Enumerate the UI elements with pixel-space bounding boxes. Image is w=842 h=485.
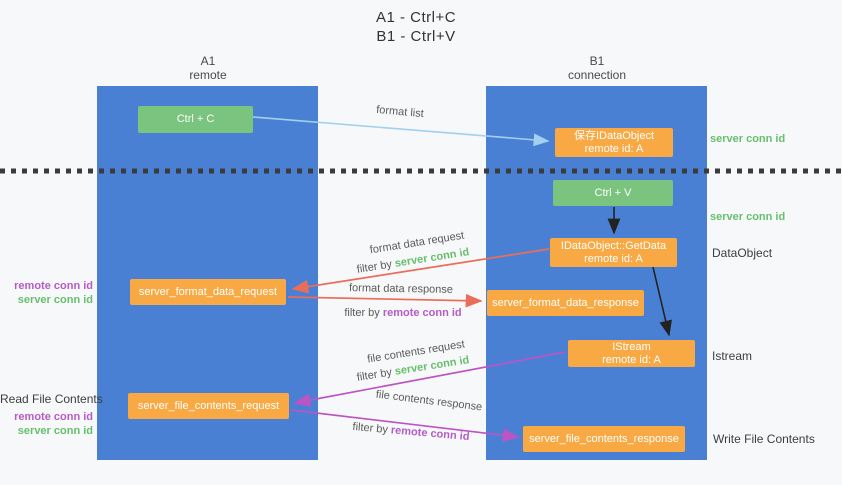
- title-line-2: B1 - Ctrl+V: [376, 28, 456, 45]
- label-format-data-response: format data response: [348, 282, 454, 296]
- filter-prefix: filter by: [344, 307, 380, 319]
- label-read-file-contents: Read File Contents: [0, 392, 103, 406]
- label-remote-conn-id-2: remote conn id: [14, 411, 93, 423]
- label-server-conn-id-2: server conn id: [17, 425, 93, 437]
- node-server-file-contents-request: server_file_contents_request: [128, 393, 289, 419]
- getdata-line2: remote id: A: [584, 252, 643, 265]
- fmt-req-label: server_format_data_request: [138, 285, 278, 298]
- label-istream-right: Istream: [712, 349, 753, 363]
- arrow-format-list: [252, 116, 550, 147]
- title-line-1: A1 - Ctrl+C: [375, 9, 457, 26]
- lane-header-b1: B1 connection: [537, 54, 657, 82]
- label-server-conn-id-top: server conn id: [710, 133, 786, 145]
- istream-line2: remote id: A: [602, 353, 661, 366]
- node-ctrl-c: Ctrl + C: [138, 106, 253, 133]
- label-write-file-contents: Write File Contents: [713, 432, 815, 446]
- diagram-title: A1 - Ctrl+C B1 - Ctrl+V: [0, 8, 832, 46]
- istream-line1: IStream: [612, 340, 651, 353]
- arrow-file-contents-request: [293, 351, 566, 407]
- lane-header-a1: A1 remote: [148, 54, 268, 82]
- arrow-getdata-to-istream: [652, 266, 672, 337]
- label-server-conn-id-1: server conn id: [17, 294, 93, 306]
- filter-key-remote-conn-id: remote conn id: [382, 307, 462, 319]
- save-idataobject-line1: 保存IDataObject: [573, 129, 655, 142]
- label-server-conn-id-mid: server conn id: [710, 211, 786, 223]
- node-ctrl-v: Ctrl + V: [553, 180, 673, 206]
- file-resp-label: server_file_contents_response: [529, 432, 679, 445]
- ctrl-c-label: Ctrl + C: [176, 113, 215, 125]
- node-server-file-contents-response: server_file_contents_response: [523, 426, 685, 452]
- ctrl-v-label: Ctrl + V: [594, 186, 632, 199]
- node-idataobject-getdata: IDataObject::GetData remote id: A: [550, 238, 677, 267]
- save-idataobject-line2: remote id: A: [584, 142, 644, 155]
- file-req-label: server_file_contents_request: [137, 399, 280, 412]
- arrow-format-data-response: [287, 293, 483, 308]
- node-istream: IStream remote id: A: [568, 340, 695, 367]
- arrow-format-data-request: [291, 248, 550, 294]
- node-server-format-data-request: server_format_data_request: [130, 279, 286, 305]
- fmt-resp-label: server_format_data_response: [492, 296, 639, 309]
- node-save-idataobject: 保存IDataObject remote id: A: [555, 128, 673, 157]
- label-dataobject: DataObject: [712, 246, 773, 260]
- arrow-file-contents-response: [290, 409, 520, 442]
- label-remote-conn-id-1: remote conn id: [14, 280, 93, 292]
- lane-a1-role: remote: [189, 68, 227, 82]
- lane-b1-role: connection: [567, 68, 627, 82]
- getdata-line1: IDataObject::GetData: [560, 239, 667, 252]
- lane-b1-name: B1: [589, 54, 605, 68]
- node-server-format-data-response: server_format_data_response: [487, 290, 644, 316]
- lane-a1-name: A1: [200, 54, 216, 68]
